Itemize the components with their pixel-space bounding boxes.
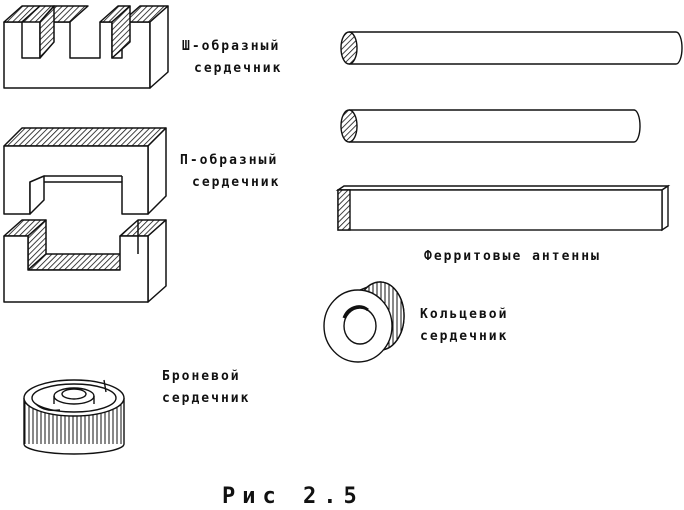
pot-core-drawing: [23, 379, 125, 455]
e-core-label-line-1: Ш-образный: [182, 39, 281, 54]
ring-core-label-line-1: Кольцевой: [420, 307, 509, 322]
e-core-drawing: [3, 5, 169, 89]
e-core-label-line-2: сердечник: [194, 61, 283, 76]
u-core-label: П-образный сердечник: [180, 150, 280, 194]
pot-core-label-line-2: сердечник: [162, 391, 251, 406]
pot-core-label: Броневой сердечник: [162, 366, 250, 410]
ferrite-antennas-label: Ферритовые антенны: [424, 249, 601, 264]
e-core-label: Ш-образный сердечник: [182, 36, 282, 80]
ring-core-label: Кольцевой сердечник: [420, 304, 508, 348]
u-core-drawing: [3, 127, 167, 303]
ferrite-rods-drawing: [335, 31, 683, 232]
figure-caption: Рис 2.5: [222, 484, 364, 509]
pot-core-label-line-1: Броневой: [162, 369, 241, 384]
u-core-label-line-1: П-образный: [180, 153, 279, 168]
ring-core-drawing: [323, 281, 405, 363]
ring-core-label-line-2: сердечник: [420, 329, 509, 344]
u-core-label-line-2: сердечник: [192, 175, 281, 190]
